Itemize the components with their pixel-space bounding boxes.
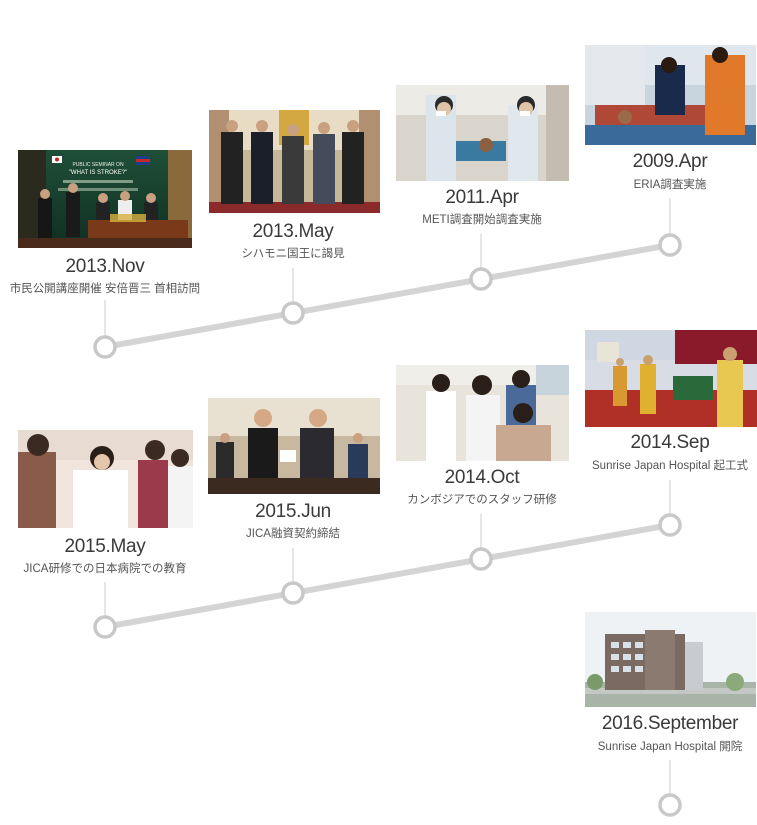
public-seminar-photo: PUBLIC SEMINAR ON "WHAT IS STROKE?" (18, 150, 192, 248)
node-2011-apr (469, 267, 493, 291)
caption-2009-apr: ERIA調査実施 (633, 179, 707, 191)
node-2015-jun (281, 581, 305, 605)
banner-text-line1: PUBLIC SEMINAR ON (72, 162, 124, 168)
caption-2013-nov: 市民公開講座開催 安倍晋三 首相訪問 (9, 283, 201, 295)
node-2009-apr (658, 233, 682, 257)
royal-audience-photo (209, 110, 380, 213)
date-2015-may: 2015.May (64, 536, 146, 557)
caption-2011-apr: METI調査開始調査実施 (422, 214, 542, 226)
caption-2014-sep: Sunrise Japan Hospital 起工式 (592, 460, 748, 472)
nurses-with-patient-photo (396, 85, 569, 181)
date-2014-oct: 2014.Oct (444, 467, 520, 488)
node-2013-nov (93, 335, 117, 359)
hospital-building-photo (585, 612, 756, 707)
staff-training-photo (396, 365, 569, 461)
date-2013-nov: 2013.Nov (65, 256, 145, 277)
caregivers-and-patient-photo (585, 45, 756, 145)
groundbreaking-ceremony-photo (585, 330, 757, 427)
date-2016-sep: 2016.September (601, 713, 739, 734)
caption-2015-may: JICA研修での日本病院での教育 (23, 563, 187, 575)
caption-2014-oct: カンボジアでのスタッフ研修 (407, 494, 557, 506)
timeline-line-row2 (102, 522, 673, 630)
date-2014-sep: 2014.Sep (630, 432, 710, 453)
caption-2013-may: シハモニ国王に謁見 (241, 248, 345, 260)
node-2014-oct (469, 547, 493, 571)
date-2011-apr: 2011.Apr (445, 187, 519, 208)
node-2013-may (281, 301, 305, 325)
node-2015-may (93, 615, 117, 639)
date-2013-may: 2013.May (252, 221, 334, 242)
node-2014-sep (658, 513, 682, 537)
timeline-line-row1 (102, 242, 673, 350)
banner-text-line2: "WHAT IS STROKE?" (69, 170, 127, 176)
date-2009-apr: 2009.Apr (632, 151, 708, 172)
date-2015-jun: 2015.Jun (255, 501, 331, 522)
caption-2016-sep: Sunrise Japan Hospital 開院 (597, 741, 743, 753)
hospital-education-photo (18, 430, 193, 528)
caption-2015-jun: JICA融資契約締結 (246, 528, 340, 540)
loan-signing-photo (208, 398, 380, 494)
node-2016-sep (658, 793, 682, 817)
